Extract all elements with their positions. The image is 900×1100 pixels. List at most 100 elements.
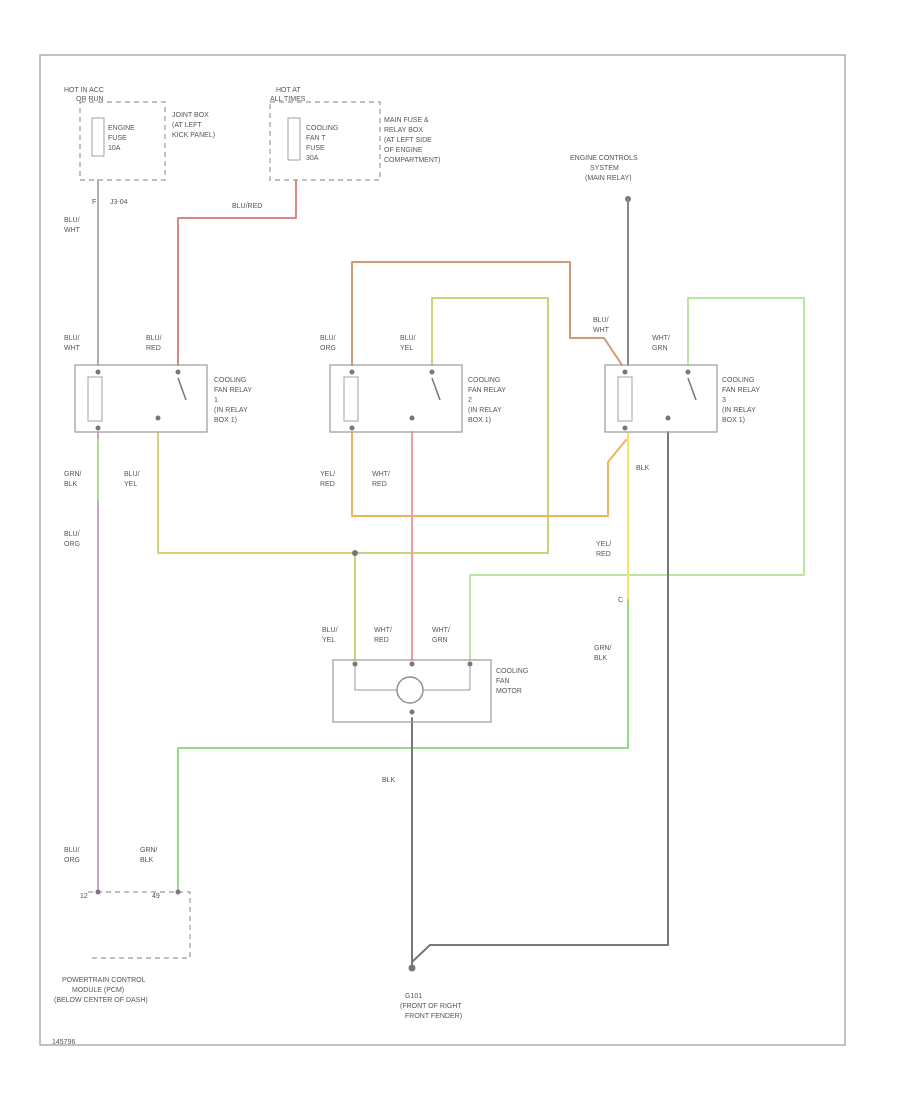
svg-text:JOINT BOX: JOINT BOX [172,112,209,119]
svg-text:HOT IN ACC: HOT IN ACC [64,87,104,94]
svg-text:GRN/: GRN/ [64,471,82,478]
fuse-engine-10a: HOT IN ACC OR RUN ENGINE FUSE 10A JOINT … [64,87,215,181]
svg-text:BLU/: BLU/ [64,335,80,342]
svg-text:2: 2 [468,397,472,404]
svg-text:WHT: WHT [64,345,81,352]
svg-text:COOLING: COOLING [722,377,754,384]
wire-grn-blk [177,599,629,891]
svg-text:BLU/: BLU/ [64,847,80,854]
cooling-fan-relay-1: COOLING FAN RELAY 1 (IN RELAY BOX 1) [74,364,252,433]
svg-text:49: 49 [152,893,160,900]
wire-orange [351,431,627,517]
connector-j: J3-04 [110,199,128,206]
svg-text:ENGINE: ENGINE [108,125,135,132]
svg-text:1: 1 [214,397,218,404]
svg-text:G101: G101 [405,993,422,1000]
svg-text:ORG: ORG [320,345,336,352]
svg-text:COMPARTMENT): COMPARTMENT) [384,157,441,164]
svg-text:MOTOR: MOTOR [496,688,522,695]
svg-text:BLU/: BLU/ [322,627,338,634]
junction-dot [352,550,358,556]
svg-text:FRONT FENDER): FRONT FENDER) [405,1013,462,1020]
svg-text:FUSE: FUSE [306,145,325,152]
svg-text:BLK: BLK [594,655,608,662]
svg-text:BLK: BLK [64,481,78,488]
svg-text:BLU/: BLU/ [320,335,336,342]
footer-code: 145796 [52,1039,75,1046]
svg-text:COOLING: COOLING [468,377,500,384]
svg-text:WHT: WHT [64,227,81,234]
svg-text:3: 3 [722,397,726,404]
cooling-fan-relay-2: COOLING FAN RELAY 2 (IN RELAY BOX 1) [329,364,506,433]
svg-text:COOLING: COOLING [306,125,338,132]
svg-text:BLU/: BLU/ [593,317,609,324]
cooling-fan-relay-3: COOLING FAN RELAY 3 (IN RELAY BOX 1) [604,364,760,433]
engine-controls-label: ENGINE CONTROLS SYSTEM (MAIN RELAY) [570,155,638,202]
svg-text:BLU/: BLU/ [64,217,80,224]
svg-text:WHT/: WHT/ [652,335,670,342]
svg-text:FAN: FAN [496,678,510,685]
svg-text:RED: RED [374,637,389,644]
svg-text:ALL TIMES: ALL TIMES [270,96,306,103]
svg-text:POWERTRAIN CONTROL: POWERTRAIN CONTROL [62,977,146,984]
svg-text:BLK: BLK [636,465,650,472]
wire-blu-red [177,179,297,366]
svg-text:ENGINE CONTROLS: ENGINE CONTROLS [570,155,638,162]
svg-text:MAIN FUSE &: MAIN FUSE & [384,117,429,124]
svg-text:FAN RELAY: FAN RELAY [468,387,506,394]
svg-text:RED: RED [372,481,387,488]
svg-text:YEL/: YEL/ [596,541,611,548]
svg-text:BLU/: BLU/ [146,335,162,342]
svg-text:FUSE: FUSE [108,135,127,142]
svg-text:RED: RED [596,551,611,558]
svg-text:OR RUN: OR RUN [76,96,104,103]
svg-text:(MAIN RELAY): (MAIN RELAY) [585,175,632,182]
svg-text:COOLING: COOLING [496,668,528,675]
svg-text:FAN RELAY: FAN RELAY [722,387,760,394]
svg-text:YEL: YEL [322,637,335,644]
svg-text:KICK PANEL): KICK PANEL) [172,132,215,139]
pcm-module: 12 49 POWERTRAIN CONTROL MODULE (PCM) (B… [54,889,191,1004]
svg-text:ORG: ORG [64,541,80,548]
svg-text:YEL: YEL [400,345,413,352]
svg-text:OF ENGINE: OF ENGINE [384,147,423,154]
wire-labels: BLU/RED BLU/WHT BLU/WHT BLU/RED BLU/ORG … [64,203,670,864]
svg-text:RELAY BOX: RELAY BOX [384,127,423,134]
svg-text:(FRONT OF RIGHT: (FRONT OF RIGHT [400,1003,462,1010]
svg-text:FAN T: FAN T [306,135,326,142]
svg-text:BOX 1): BOX 1) [722,417,745,424]
svg-text:MODULE (PCM): MODULE (PCM) [72,987,124,994]
svg-text:YEL/: YEL/ [320,471,335,478]
svg-text:C: C [618,597,623,604]
svg-text:BLU/: BLU/ [64,531,80,538]
svg-text:BOX 1): BOX 1) [214,417,237,424]
svg-text:SYSTEM: SYSTEM [590,165,619,172]
svg-text:(BELOW CENTER OF DASH): (BELOW CENTER OF DASH) [54,997,148,1004]
svg-text:BLU/: BLU/ [400,335,416,342]
wire-yel-relay2 [354,297,549,554]
svg-text:WHT: WHT [593,327,610,334]
svg-text:(IN RELAY: (IN RELAY [468,407,502,414]
svg-text:BLK: BLK [140,857,154,864]
svg-text:GRN: GRN [652,345,668,352]
svg-text:BLK: BLK [382,777,396,784]
connector-f: F [92,199,96,206]
svg-text:(AT LEFT: (AT LEFT [172,122,202,129]
svg-text:RED: RED [146,345,161,352]
diagram-frame [39,54,846,1046]
svg-text:10A: 10A [108,145,121,152]
svg-text:FAN RELAY: FAN RELAY [214,387,252,394]
svg-text:(AT LEFT SIDE: (AT LEFT SIDE [384,137,432,144]
svg-text:BLU/RED: BLU/RED [232,203,262,210]
svg-text:YEL: YEL [124,481,137,488]
svg-text:GRN: GRN [432,637,448,644]
svg-text:RED: RED [320,481,335,488]
cooling-fan-motor: COOLING FAN MOTOR [332,659,528,723]
wire-wht-grn [469,297,805,661]
svg-text:BOX 1): BOX 1) [468,417,491,424]
svg-text:WHT/: WHT/ [372,471,390,478]
svg-text:HOT AT: HOT AT [276,87,301,94]
svg-text:COOLING: COOLING [214,377,246,384]
wire-blk-relay3 [411,431,669,963]
